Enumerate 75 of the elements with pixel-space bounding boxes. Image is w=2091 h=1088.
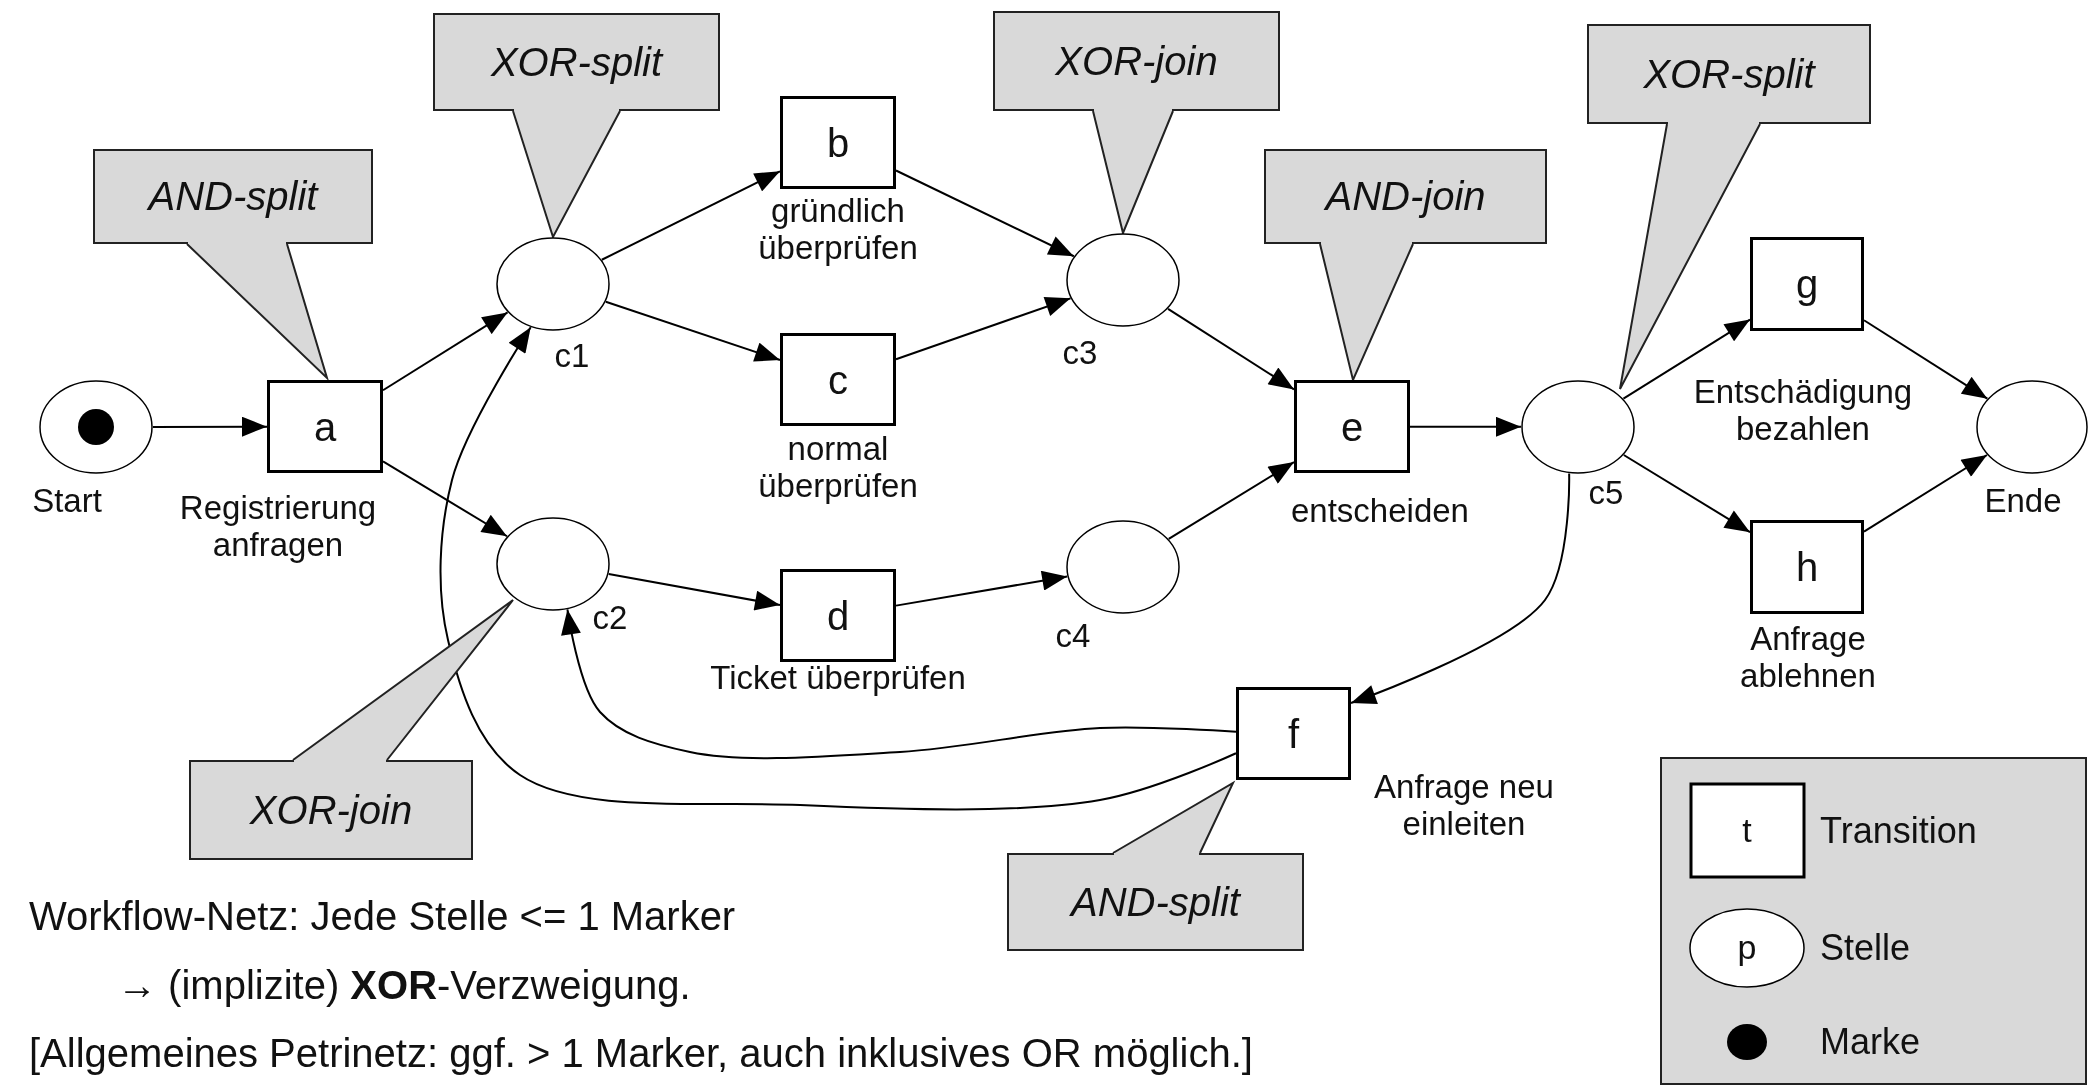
transition-label: d	[825, 595, 851, 636]
transition-label: c	[827, 359, 849, 400]
transition-caption: Entschädigung bezahlen	[1692, 374, 1914, 448]
transition-box	[1750, 237, 1864, 331]
transition-label: f	[1286, 713, 1301, 754]
transition-caption: Anfrage neu einleiten	[1373, 769, 1555, 843]
symbol-letter: t	[1742, 811, 1752, 851]
symbol-letter: p	[1737, 928, 1757, 968]
arrow	[607, 573, 781, 611]
callout-text: XOR-split	[489, 38, 665, 86]
transition-box	[267, 380, 383, 473]
place-circle	[1066, 233, 1180, 327]
transition-caption: Registrierung anfragen	[178, 490, 378, 564]
transition-caption: normal überprüfen	[757, 431, 919, 505]
place-caption: c5	[1587, 475, 1625, 512]
transition-caption: Ticket überprüfen	[709, 660, 967, 697]
place-caption: c4	[1054, 618, 1092, 655]
place-caption: Start	[31, 483, 103, 520]
arrow	[382, 460, 508, 538]
arrow	[1863, 454, 1988, 533]
transition-label: g	[1794, 264, 1820, 304]
arrow	[600, 170, 781, 261]
callout-box	[1587, 24, 1871, 124]
transition-caption: gründlich überprüfen	[757, 193, 919, 267]
place-circle	[496, 237, 610, 331]
callout-text: AND-join	[1322, 173, 1487, 220]
transition-label: b	[825, 122, 851, 163]
arrow	[1167, 461, 1295, 540]
arrow	[1622, 318, 1751, 400]
callout-text: XOR-join	[1054, 37, 1219, 85]
transition-caption: entscheiden	[1290, 493, 1470, 530]
place-circle	[1066, 520, 1180, 614]
callout-text: XOR-split	[1642, 50, 1817, 98]
callout-text: AND-split	[145, 173, 320, 220]
callout-text: XOR-join	[248, 786, 414, 834]
transition-box	[1750, 520, 1864, 614]
arrow	[1350, 472, 1571, 704]
arrow	[382, 311, 509, 392]
note-text: → (implizite) XOR-Verzweigung.	[117, 962, 691, 1008]
arrow	[604, 300, 781, 362]
place-circle	[1976, 380, 2088, 474]
arrow	[895, 297, 1072, 361]
place-circle	[1521, 380, 1635, 474]
transition-box	[780, 333, 896, 426]
arrow	[152, 416, 268, 437]
place-caption: Ende	[1983, 483, 2063, 520]
arrow	[895, 169, 1075, 258]
callout-box	[93, 149, 373, 244]
transition-label: a	[312, 406, 338, 447]
arrow	[1409, 416, 1522, 437]
note-text: [Allgemeines Petrinetz: ggf. > 1 Marker, auch inklusives OR möglich.]	[29, 1030, 1253, 1076]
transition-box	[780, 96, 896, 189]
legend-label: Marke	[1820, 1021, 1921, 1063]
arrow	[1167, 307, 1295, 391]
note-text: Workflow-Netz: Jede Stelle <= 1 Marker	[29, 893, 736, 939]
transition-box	[1294, 380, 1410, 473]
place-circle	[39, 380, 153, 474]
transition-box	[1236, 687, 1351, 780]
transition-caption: Anfrage ablehnen	[1739, 621, 1877, 695]
transition-label: e	[1339, 406, 1365, 447]
arrow	[1622, 454, 1751, 534]
callout-box	[189, 760, 473, 860]
place-caption: c2	[591, 600, 629, 637]
arrow	[561, 608, 1237, 760]
arrow	[895, 570, 1069, 607]
token-dot	[78, 409, 114, 445]
transition-box	[780, 569, 896, 662]
place-caption: c1	[553, 338, 591, 375]
legend-label: Stelle	[1820, 927, 1911, 969]
legend-label: Transition	[1820, 810, 1977, 852]
transition-label: h	[1794, 547, 1820, 587]
place-caption: c3	[1061, 335, 1099, 372]
callout-text: AND-split	[1068, 878, 1242, 926]
arrow	[1863, 319, 1989, 400]
arrow	[439, 326, 1237, 811]
